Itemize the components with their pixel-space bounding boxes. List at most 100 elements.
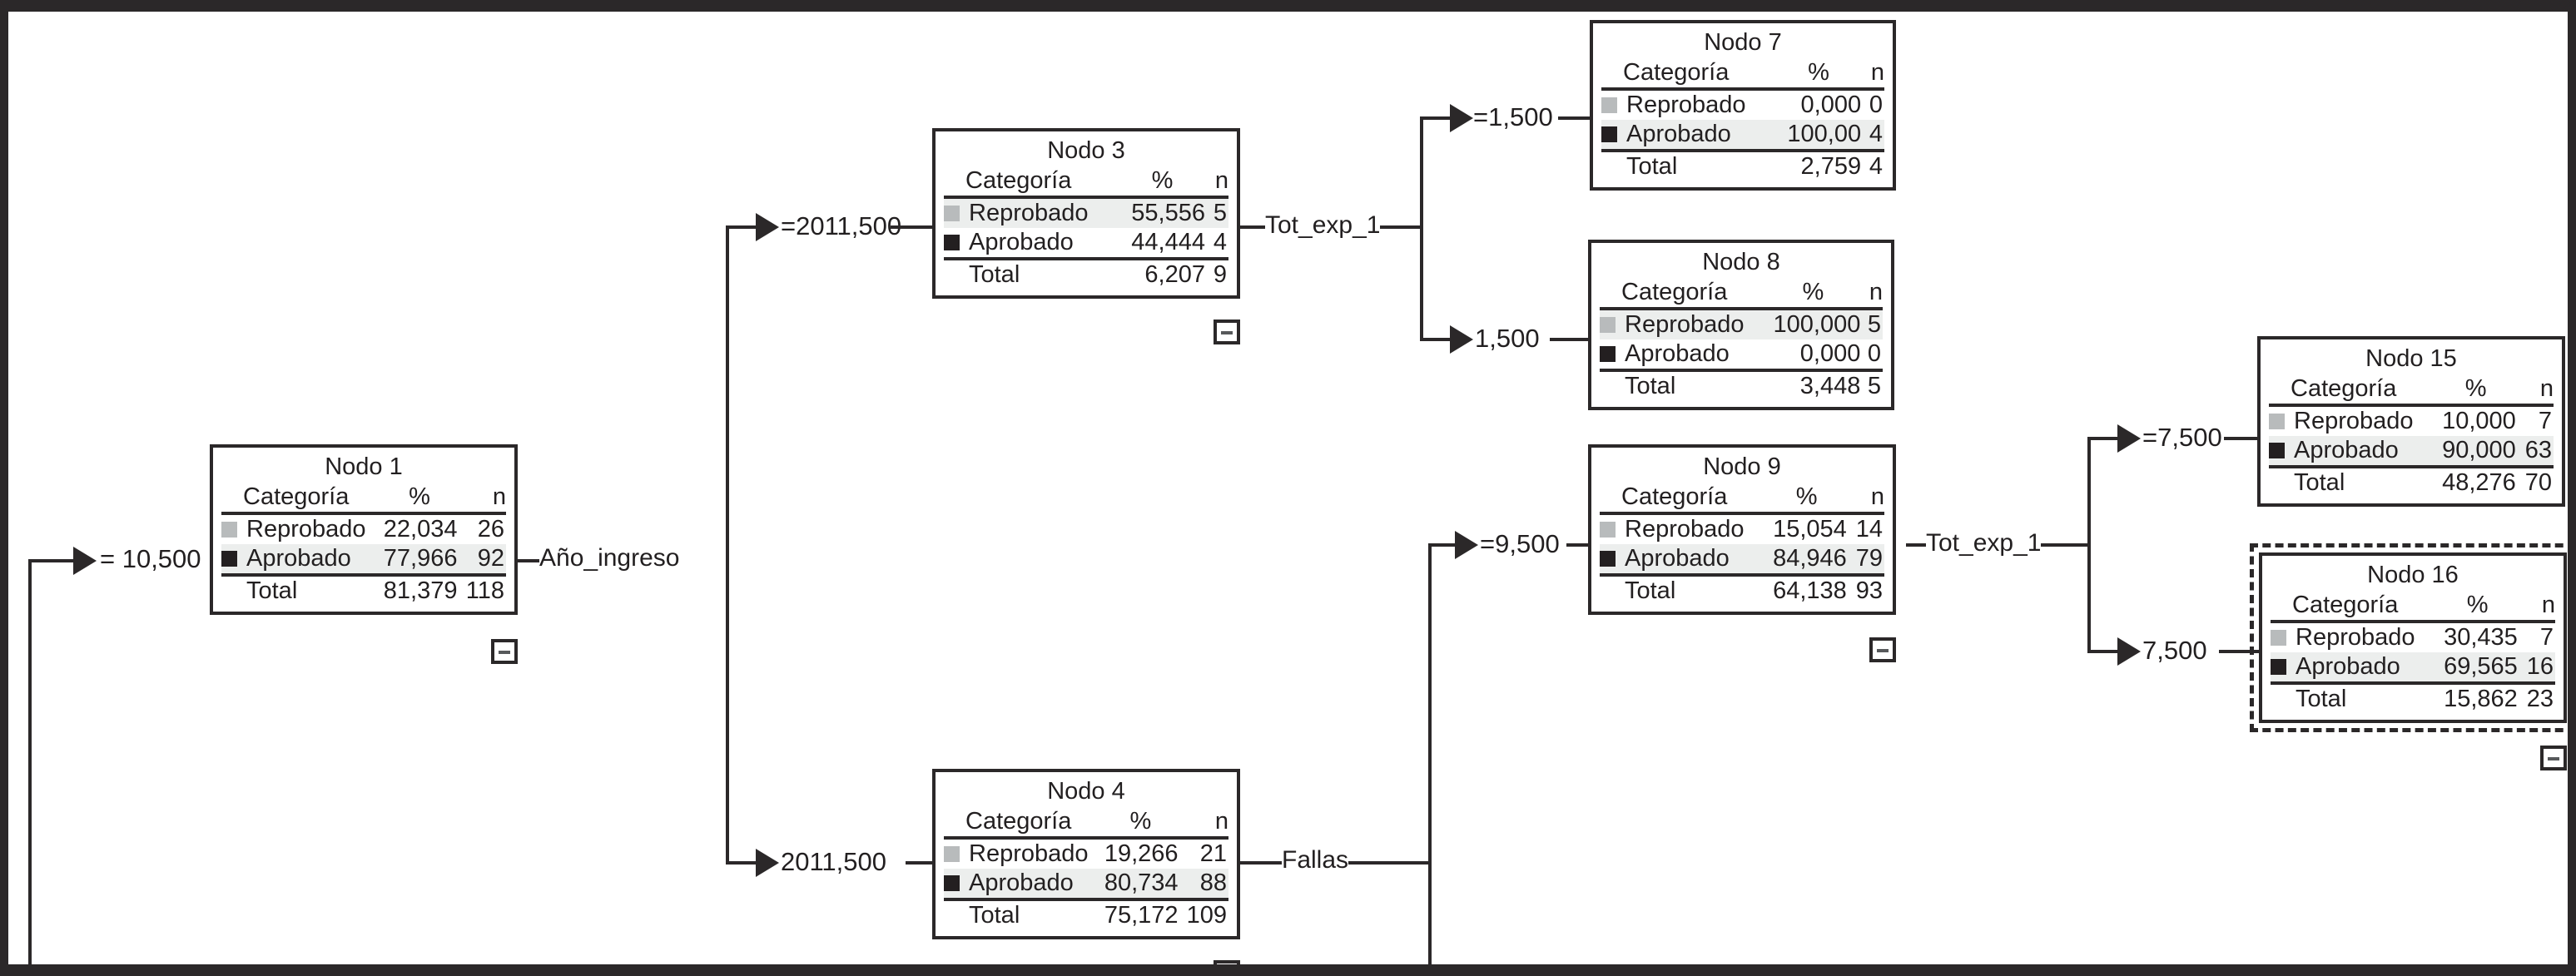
node-box-node9[interactable]: Nodo 9 Categoría % n Reprobado 15,054 14… [1588, 444, 1896, 616]
node16-swatch-reprobado [2271, 622, 2292, 652]
node-box-node16[interactable]: Nodo 16 Categoría % n Reprobado 30,435 7… [2250, 542, 2568, 733]
split-node1-vertical [726, 227, 729, 865]
node7-total-n: 4 [1869, 152, 1883, 180]
node1-header-categoria: Categoría [243, 483, 377, 516]
node3-swatch-aprobado [944, 227, 965, 260]
node3-table: Categoría % n Reprobado 55,556 5 Aprobad… [944, 166, 1228, 289]
node1-total-pct: 81,379 [383, 577, 458, 604]
node9-total-n: 93 [1855, 577, 1883, 604]
node7-header-categoria: Categoría [1623, 58, 1771, 92]
node15-row-aprobado: Aprobado 90,000 63 [2269, 435, 2554, 468]
node1-collapse-button[interactable] [491, 639, 518, 664]
node9-n-aprobado: 79 [1851, 543, 1884, 577]
node-box-node1[interactable]: Nodo 1 Categoría % n Reprobado 22,034 26… [210, 444, 518, 616]
node16-collapse-button[interactable] [2540, 746, 2567, 770]
branch-node4-arrow [756, 849, 779, 877]
node1-total-label: Total [246, 577, 298, 604]
branch-node3-to-box [891, 225, 934, 229]
node8-header-pct: % [1760, 278, 1866, 311]
node16-pct-reprobado: 30,435 [2444, 624, 2518, 651]
node3-header-n: n [1209, 166, 1228, 200]
edge-label-root-split: = 10,500 [100, 544, 201, 573]
node4-total-n: 109 [1186, 901, 1227, 929]
node8-header-row: Categoría % n [1600, 278, 1883, 311]
node8-swatch-reprobado [1600, 309, 1621, 339]
node1-header-pct: % [376, 483, 463, 516]
edge-label-node4-branch: 2011,500 [781, 847, 886, 876]
node16-header-swatch-col [2271, 591, 2292, 624]
node15-n-aprobado: 63 [2520, 435, 2554, 468]
branch-node9-arrow [1455, 531, 1478, 559]
node4-pct-reprobado: 19,266 [1104, 840, 1179, 868]
node15-pct-reprobado: 10,000 [2442, 408, 2516, 435]
node1-label-aprobado: Aprobado [243, 543, 377, 577]
node16-table: Categoría % n Reprobado 30,435 7 Aprobad… [2271, 591, 2555, 713]
node1-title: Nodo 1 [325, 453, 403, 480]
node3-pct-reprobado: 55,556 [1114, 197, 1210, 228]
node-box-node7[interactable]: Nodo 7 Categoría % n Reprobado 0,000 0 A… [1590, 20, 1896, 191]
node4-row-total: Total 75,172 109 [944, 899, 1228, 930]
node16-header-row: Categoría % n [2271, 591, 2555, 624]
node16-header-pct: % [2432, 591, 2523, 624]
node15-row-reprobado: Reprobado 10,000 7 [2269, 405, 2554, 436]
node7-pct-aprobado: 100,00 [1770, 119, 1867, 152]
node8-header-n: n [1865, 278, 1883, 311]
node15-header-row: Categoría % n [2269, 374, 2554, 408]
node8-row-aprobado: Aprobado 0,000 0 [1600, 339, 1883, 372]
node8-total-label: Total [1625, 372, 1676, 399]
node9-pct-reprobado: 15,054 [1773, 516, 1847, 543]
node4-title: Nodo 4 [1047, 778, 1125, 805]
node7-n-aprobado: 4 [1866, 119, 1884, 152]
node7-header-row: Categoría % n [1601, 58, 1884, 92]
node-box-node4[interactable]: Nodo 4 Categoría % n Reprobado 19,266 21… [932, 769, 1240, 940]
branch-node15-arrow [2117, 424, 2141, 453]
node16-total-pct: 15,862 [2444, 685, 2518, 712]
node15-header-n: n [2520, 374, 2554, 408]
node4-header-row: Categoría % n [944, 807, 1228, 840]
node16-n-aprobado: 16 [2522, 651, 2555, 685]
node3-collapse-button[interactable] [1214, 320, 1240, 344]
node1-header-row: Categoría % n [221, 483, 506, 516]
node16-label-reprobado: Reprobado [2296, 624, 2415, 651]
node3-label-aprobado: Aprobado [965, 227, 1115, 260]
node1-swatch-reprobado [221, 513, 243, 544]
node7-row-reprobado: Reprobado 0,000 0 [1601, 89, 1884, 120]
node15-header-swatch-col [2269, 374, 2291, 408]
node4-total-swatch-col [944, 899, 965, 930]
node16-header-categoria: Categoría [2292, 591, 2433, 624]
node8-pct-aprobado: 0,000 [1760, 339, 1866, 372]
branch-node16-to-box [2219, 650, 2259, 653]
node7-label-reprobado: Reprobado [1626, 92, 1746, 119]
node9-header-categoria: Categoría [1621, 483, 1762, 516]
node-box-node8[interactable]: Nodo 8 Categoría % n Reprobado 100,000 5… [1588, 240, 1894, 411]
node-box-node15[interactable]: Nodo 15 Categoría % n Reprobado 10,000 7… [2257, 336, 2565, 508]
node-box-node3[interactable]: Nodo 3 Categoría % n Reprobado 55,556 5 … [932, 128, 1240, 300]
node7-header-pct: % [1770, 58, 1867, 92]
node4-collapse-button[interactable] [1214, 960, 1240, 964]
branch-node4-line [726, 861, 762, 865]
node1-swatch-aprobado [221, 543, 243, 577]
node9-row-aprobado: Aprobado 84,946 79 [1600, 543, 1884, 577]
node9-total-pct: 64,138 [1773, 577, 1847, 604]
branch-node8-to-box [1550, 338, 1590, 341]
node15-row-total: Total 48,276 70 [2269, 467, 2554, 498]
node7-row-aprobado: Aprobado 100,00 4 [1601, 119, 1884, 152]
node7-total-swatch-col [1601, 151, 1623, 181]
node1-pct-reprobado: 22,034 [383, 516, 458, 543]
edge-label-tot-exp-1-upper: Tot_exp_1 [1265, 211, 1381, 239]
node9-collapse-button[interactable] [1869, 637, 1896, 662]
node16-total-swatch-col [2271, 683, 2292, 714]
node8-row-reprobado: Reprobado 100,000 5 [1600, 309, 1883, 339]
node15-header-categoria: Categoría [2291, 374, 2431, 408]
node16-row-total: Total 15,862 23 [2271, 683, 2555, 714]
branch-node8-line [1420, 338, 1457, 341]
node4-label-aprobado: Aprobado [965, 868, 1099, 901]
node9-row-total: Total 64,138 93 [1600, 575, 1884, 606]
node7-swatch-reprobado [1601, 89, 1623, 120]
node3-pct-aprobado: 44,444 [1114, 227, 1210, 260]
node8-title: Nodo 8 [1702, 249, 1780, 275]
node15-n-reprobado: 7 [2538, 408, 2552, 435]
node3-row-aprobado: Aprobado 44,444 4 [944, 227, 1228, 260]
node4-swatch-aprobado [944, 868, 965, 901]
